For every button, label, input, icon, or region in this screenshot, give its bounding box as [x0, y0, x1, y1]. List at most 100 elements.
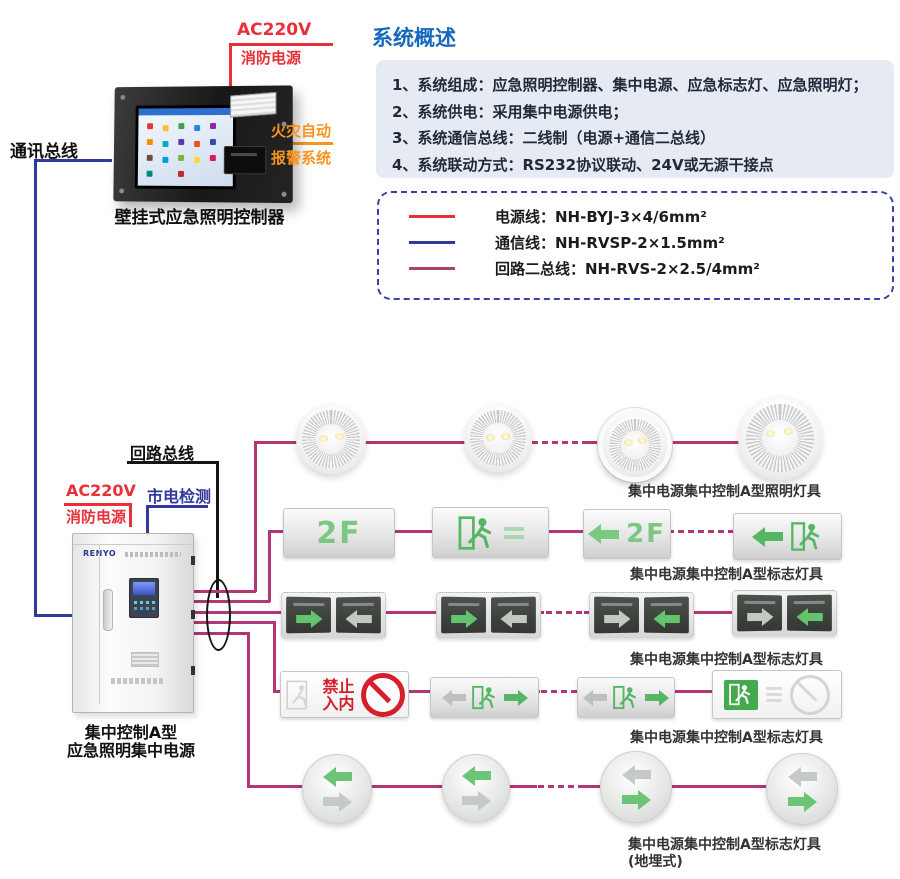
floor-sign-2f: 2F [283, 508, 395, 558]
screw-icon [281, 191, 287, 197]
ground-buried-light [442, 754, 510, 822]
sign-panel [787, 594, 832, 632]
cabinet-label-line1: 集中控制A型 [84, 723, 178, 742]
test-dial-icon [790, 674, 830, 715]
sign-panel [441, 596, 486, 634]
fire-power-label-top: 消防电源 [241, 49, 302, 67]
circuit5-wire-drop [247, 632, 250, 788]
legend-row: 电源线：NH-BYJ-3×4/6mm² [379, 203, 892, 229]
legend-label: 电源线：NH-BYJ-3×4/6mm² [495, 207, 707, 226]
cabinet-handle [103, 589, 113, 631]
page-title: 系统概述 [372, 26, 456, 50]
ac-power-wire-top-v [229, 43, 232, 88]
row2-label: 集中电源集中控制A型标志灯具 [630, 567, 823, 583]
hinge-icon [191, 610, 195, 619]
loop-bus-wire-v [216, 461, 219, 598]
arrow-right-icon [746, 607, 774, 626]
circuit4-wire-drop [273, 621, 276, 692]
overview-item: 4、系统联动方式：RS232协议联动、24V或无源干接点 [392, 155, 774, 174]
emergency-downlight [738, 396, 822, 480]
wire-loom-ellipse [206, 579, 231, 651]
arrow-right-icon [621, 789, 651, 810]
arrow-left-icon [441, 689, 466, 706]
ac-power-wire-cab-h [64, 503, 131, 506]
ac220v-label-cab: AC220V [66, 481, 136, 500]
cabinet-door-crease [99, 544, 100, 704]
ac-power-wire-top-h [229, 43, 333, 46]
double-direction-sign [589, 592, 694, 638]
arrow-left-icon [322, 766, 352, 787]
exit-man-icon [613, 685, 636, 710]
legend-row: 回路二总线：NH-RVS-2×2.5/4mm² [379, 255, 892, 281]
mains-check-wire-v [146, 505, 149, 533]
overview-item: 2、系统供电：采用集中电源供电； [392, 102, 628, 121]
circuit5-wire-dash [538, 785, 580, 788]
hinge-icon [191, 666, 195, 675]
led-icon [784, 427, 794, 435]
comm-bus-wire-bottom [34, 614, 74, 617]
sign-panel [644, 596, 689, 634]
light-rib-ring [608, 418, 662, 472]
system-overview-box: 1、系统组成：应急照明控制器、集中电源、应急标志灯、应急照明灯； 2、系统供电：… [376, 60, 894, 178]
double-direction-sign [732, 590, 837, 636]
arrow-left-icon [652, 609, 680, 628]
legend-label: 回路二总线：NH-RVS-2×2.5/4mm² [495, 259, 760, 278]
exit-man-icon [790, 522, 819, 551]
comm-bus-label: 通讯总线 [10, 142, 78, 162]
door-man-icon [286, 680, 308, 709]
circuit2-wire-out [192, 600, 270, 603]
controller-touchscreen [134, 104, 237, 190]
floor-sign-2f-arrow: 2F [583, 509, 671, 559]
prohibition-icon [360, 672, 405, 717]
fire-power-label-cab: 消防电源 [66, 508, 127, 526]
emergency-downlight [296, 404, 366, 474]
arrow-right-icon [787, 791, 817, 812]
ground-buried-light [302, 754, 372, 824]
loop-wire-sample-icon [409, 266, 455, 270]
comm-bus-wire-vertical [34, 159, 37, 616]
arrow-left-icon [795, 607, 823, 626]
light-rib-ring [470, 410, 526, 466]
led-icon [501, 432, 511, 440]
row3-label: 集中电源集中控制A型标志灯具 [630, 652, 823, 668]
exit-man-icon [471, 685, 495, 710]
circuit4-wire-out [192, 621, 275, 624]
light-rib-ring [302, 410, 360, 468]
led-icon [765, 429, 775, 437]
hinge-icon [191, 556, 195, 565]
exit-text-bars [504, 526, 524, 539]
overview-item: 3、系统通信总线：二线制（电源+通信二总线） [392, 129, 716, 147]
legend-row: 通信线：NH-RVSP-2×1.5mm² [379, 229, 892, 255]
emergency-downlight [464, 404, 532, 472]
overview-item: 1、系统组成：应急照明控制器、集中电源、应急标志灯、应急照明灯； [392, 76, 868, 94]
arrow-right-icon [450, 609, 478, 628]
row1-label: 集中电源集中控制A型照明灯具 [628, 484, 821, 500]
floor-number: 2F [626, 519, 666, 549]
arrow-right-icon [461, 790, 491, 811]
controller-label-sticker [230, 91, 277, 118]
comm-wire-sample-icon [409, 240, 455, 244]
circuit1-wire-a [254, 441, 520, 444]
screw-icon [119, 188, 125, 194]
arrow-right-icon [603, 609, 631, 628]
exit-man-icon [458, 515, 492, 550]
exit-sign-arrow-left [733, 513, 842, 560]
exit-man-icon [729, 683, 751, 706]
cabinet-label-line2: 应急照明集中电源 [66, 741, 195, 760]
no-entry-line2: 入内 [322, 693, 355, 713]
screw-icon [120, 94, 126, 100]
controller-printer [223, 146, 267, 175]
led-icon [638, 437, 648, 445]
exit-sign-both-arrows [577, 677, 675, 718]
loop-bus-wire-h [127, 461, 218, 464]
circuit4-wire-b [574, 690, 780, 693]
ac-power-wire-cab-v [129, 503, 132, 527]
arrow-left-icon [461, 765, 491, 786]
arrow-right-icon [322, 791, 352, 812]
no-entry-sign: 禁止 入内 [280, 671, 409, 718]
exit-sign-both-arrows [430, 677, 539, 718]
arrow-right-icon [645, 689, 669, 706]
cabinet-lcd-panel [129, 578, 159, 618]
fire-alarm-wire [268, 142, 333, 145]
ground-buried-light [766, 753, 838, 825]
